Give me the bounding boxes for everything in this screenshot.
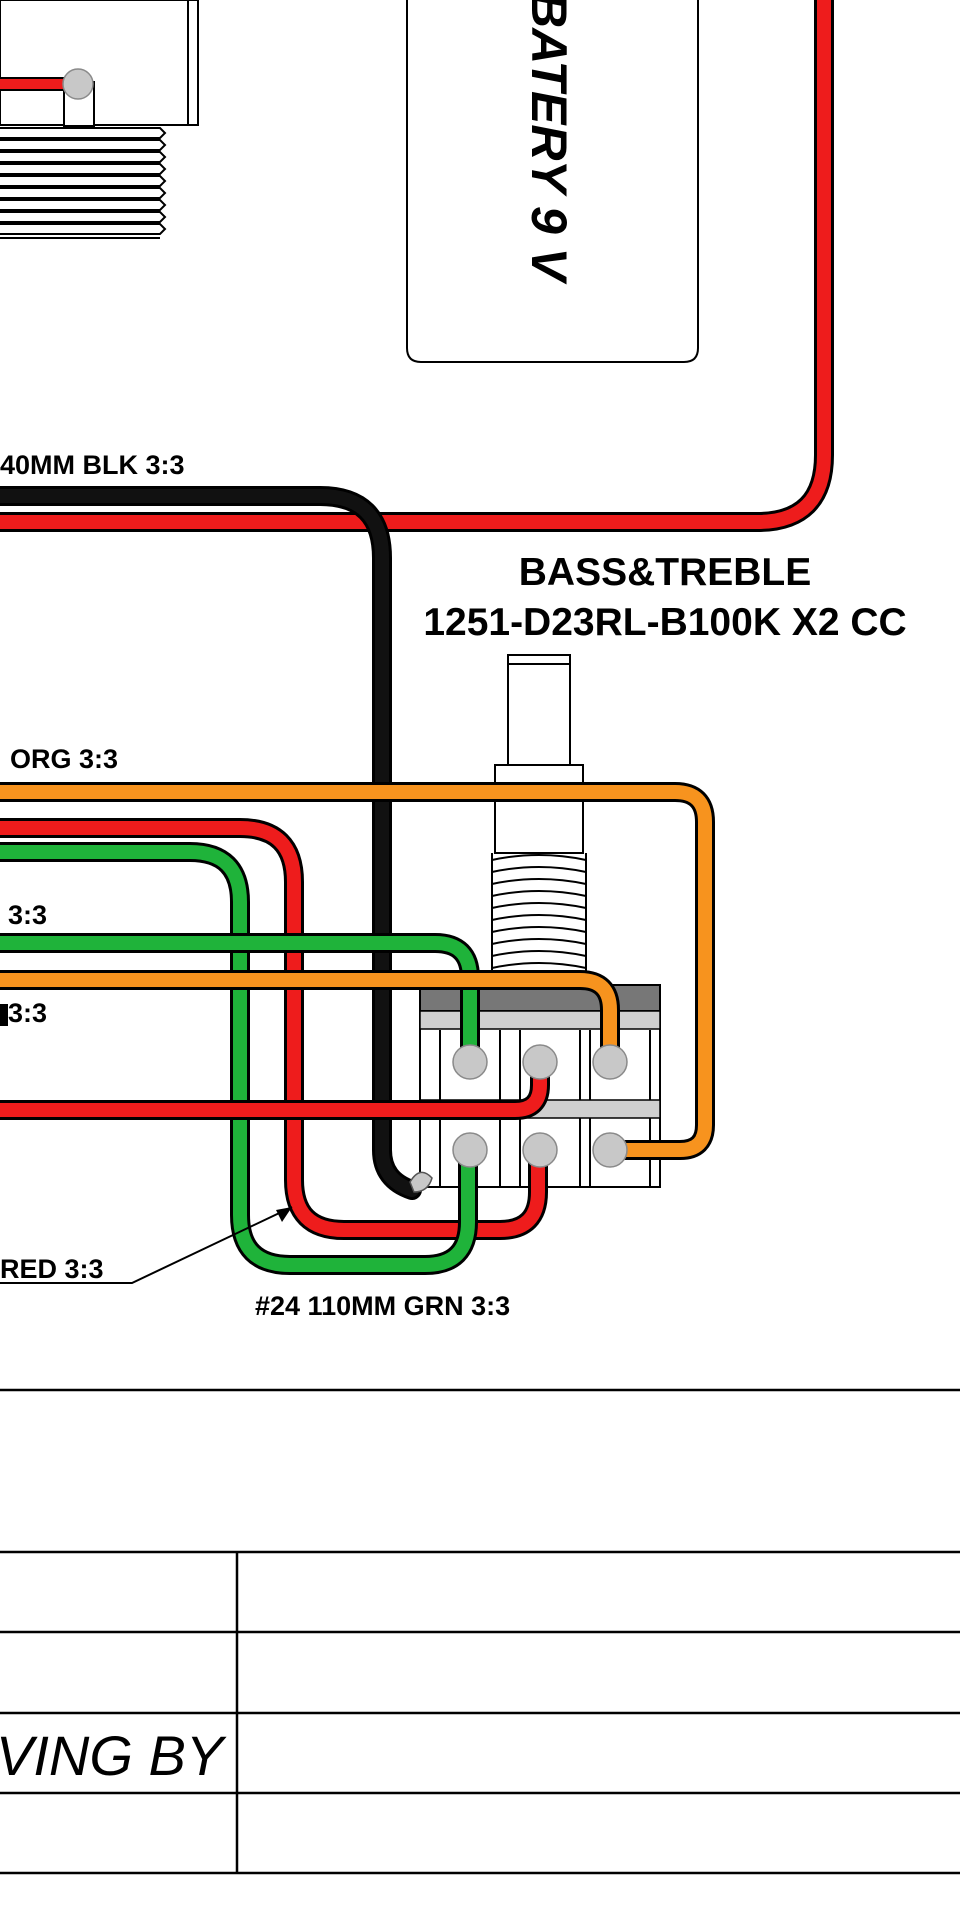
label-orange-wire: ORG 3:3 [10, 744, 118, 774]
label-green-wire: #24 110MM GRN 3:3 [255, 1291, 510, 1321]
orange-wire-upper [0, 782, 715, 1160]
red-label-leader [0, 1206, 293, 1284]
pot-title-line1: BASS&TREBLE [519, 551, 812, 594]
red-wire-middle [0, 1052, 550, 1120]
label-orange-wire-partial: 3:3 [8, 998, 47, 1028]
pot-lug-lower-left [452, 1132, 488, 1168]
jack-thread [0, 127, 167, 239]
output-jack [0, 0, 199, 239]
pot-lug-upper-left [452, 1044, 488, 1080]
pot-lug-lower-middle [522, 1132, 558, 1168]
ground-lug [409, 1171, 433, 1193]
battery-9v: BATERY 9 V [406, 0, 699, 363]
orange-wire-lower [0, 970, 620, 1072]
battery-red-wire [0, 0, 834, 532]
pot-lug-lower-right [592, 1132, 628, 1168]
green-wire-lower [0, 842, 478, 1275]
jack-solder-lug [62, 68, 94, 100]
label-fragment-glyph [0, 1004, 8, 1026]
drawing-by-label: VING BY [0, 1724, 227, 1787]
black-wire [0, 486, 422, 1200]
label-red-wire: RED 3:3 [0, 1254, 104, 1284]
red-wire-lower [0, 818, 548, 1240]
battery-label: BATERY 9 V [521, 0, 577, 285]
pot-lug-upper-middle [522, 1044, 558, 1080]
label-green-wire-partial: 3:3 [8, 900, 47, 930]
pot-title-line2: 1251-D23RL-B100K X2 CC [423, 601, 906, 644]
pot-lugs [409, 1044, 628, 1193]
pot-thread [491, 853, 587, 975]
title-block [0, 1388, 960, 1875]
pot-lug-upper-right [592, 1044, 628, 1080]
label-black-wire: 40MM BLK 3:3 [0, 450, 185, 480]
